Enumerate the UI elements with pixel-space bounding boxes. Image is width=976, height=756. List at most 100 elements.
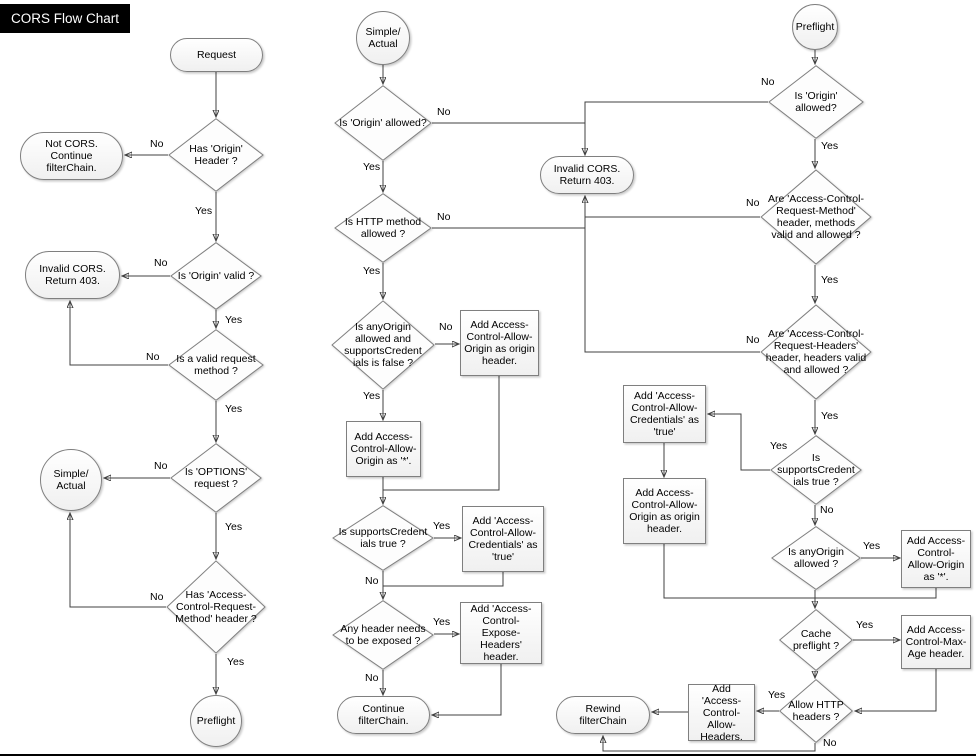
node-label: Is anyOrigin allowed ? — [787, 546, 845, 570]
node-label: Cache preflight ? — [792, 628, 840, 652]
edge-label: No — [150, 591, 164, 603]
connector — [433, 664, 502, 715]
edge-label: Yes — [195, 205, 213, 217]
diamond-shape — [332, 600, 434, 670]
edge-label: No — [439, 321, 453, 333]
decision-supports-credentials-2: Is supportsCredent ials true ? — [332, 505, 434, 571]
process-add-origin-star-2: Add Access-Control-Allow-Origin as '*'. — [346, 421, 421, 477]
process-add-credentials-2: Add 'Access-Control-Allow-Credentials' a… — [462, 506, 544, 572]
edge-label: Yes — [363, 390, 381, 402]
edge-label: No — [154, 257, 168, 269]
decision-is-valid-request-method: Is a valid request method ? — [168, 329, 264, 401]
edge-label: No — [746, 334, 760, 346]
terminator-not-cors: Not CORS. Continue filterChain. — [20, 132, 123, 180]
edge-label: No — [154, 460, 168, 472]
edge-label: Yes — [433, 520, 451, 532]
process-add-origin-header-2: Add Access-Control-Allow-Origin as origi… — [460, 310, 539, 376]
terminator-rewind-filterchain: Rewind filterChain — [556, 696, 650, 734]
node-label: Are 'Access-Control-Request-Headers' hea… — [765, 328, 867, 376]
decision-is-http-method-allowed: Is HTTP method allowed ? — [334, 193, 432, 263]
node-label: Add Access-Control-Allow-Origin as origi… — [464, 319, 535, 367]
node-label: Rewind filterChain — [579, 703, 627, 727]
edge-label: No — [761, 76, 775, 88]
edge-label: No — [746, 197, 760, 209]
node-label: Add 'Access-Control-Allow-Credentials' a… — [468, 515, 538, 563]
diamond-shape — [760, 169, 872, 265]
decision-acrm-valid: Are 'Access-Control-Request-Method' head… — [760, 169, 872, 265]
edge-label: Yes — [821, 140, 839, 152]
edge-label: No — [146, 351, 160, 363]
connector — [432, 122, 585, 154]
node-label: Is 'Origin' allowed? — [794, 90, 838, 114]
diamond-shape — [170, 443, 262, 513]
node-label: Is anyOrigin allowed and supportsCredent… — [344, 321, 422, 369]
diamond-shape — [760, 304, 872, 400]
connector — [584, 101, 768, 152]
edge-label: Yes — [225, 521, 243, 533]
process-add-origin-star-3: Add Access-Control-Allow-Origin as '*'. — [901, 530, 971, 588]
diamond-shape — [779, 679, 853, 743]
diamond-shape — [771, 526, 861, 590]
node-label: Continue filterChain. — [358, 703, 409, 727]
page-title: CORS Flow Chart — [0, 4, 131, 33]
decision-has-origin-header: Has 'Origin' Header ? — [168, 118, 264, 192]
process-add-allow-headers: Add 'Access-Control-Allow-Headers. — [688, 683, 755, 743]
node-label: Add Access-Control-Allow-Origin as origi… — [629, 487, 700, 535]
node-label: Invalid CORS. Return 403. — [39, 263, 106, 287]
decision-has-acrm-header: Has 'Access-Control-Request-Method' head… — [166, 560, 266, 654]
node-label: Request — [196, 49, 237, 61]
diamond-shape — [334, 85, 432, 161]
connector-simple-actual-1: Simple/ Actual — [40, 449, 102, 511]
node-label: Is supportsCredent ials true ? — [338, 526, 428, 550]
edge-label: No — [437, 106, 451, 118]
connector — [603, 737, 816, 752]
decision-is-options-request: Is 'OPTIONS' request ? — [170, 443, 262, 513]
connector — [584, 199, 760, 218]
node-label: Invalid CORS. Return 403. — [553, 163, 621, 187]
edge-label: No — [437, 211, 451, 223]
node-label: Preflight — [196, 715, 236, 727]
edge-label: No — [150, 138, 164, 150]
edge-label: No — [823, 737, 837, 749]
edge-label: Yes — [225, 314, 243, 326]
process-add-origin-header-3: Add Access-Control-Allow-Origin as origi… — [623, 478, 706, 544]
edge-label: Yes — [433, 616, 451, 628]
edge-label: Yes — [363, 265, 381, 277]
node-label: Add Access-Control-Max-Age header. — [905, 624, 967, 660]
connector — [709, 414, 770, 471]
decision-supports-credentials-3: Is supportsCredent ials true ? — [770, 435, 862, 505]
node-label: Is 'Origin' allowed? — [339, 117, 427, 129]
decision-allow-http-headers: Allow HTTP headers ? — [779, 679, 853, 743]
edge-label: Yes — [227, 656, 245, 668]
diamond-shape — [166, 560, 266, 654]
connector — [70, 302, 168, 366]
connector — [584, 199, 760, 353]
process-add-max-age: Add Access-Control-Max-Age header. — [901, 615, 971, 669]
node-label: Is HTTP method allowed ? — [344, 216, 422, 240]
connector — [383, 376, 500, 491]
edge-label: Yes — [770, 440, 788, 452]
diamond-shape — [334, 193, 432, 263]
terminator-invalid-cors-2: Invalid CORS. Return 403. — [540, 156, 634, 194]
connector-preflight-2: Preflight — [792, 4, 838, 50]
decision-acrh-valid: Are 'Access-Control-Request-Headers' hea… — [760, 304, 872, 400]
node-label: Is 'Origin' valid ? — [177, 270, 255, 282]
edge-label: No — [820, 504, 834, 516]
edge-label: Yes — [821, 274, 839, 286]
node-label: Allow HTTP headers ? — [788, 699, 844, 723]
node-label: Simple/ Actual — [53, 468, 89, 492]
node-label: Not CORS. Continue filterChain. — [45, 138, 98, 174]
edge-label: Yes — [821, 410, 839, 422]
process-add-expose-headers: Add 'Access-Control-Expose-Headers' head… — [460, 602, 542, 664]
connector-simple-actual-2: Simple/ Actual — [356, 11, 410, 65]
decision-is-origin-valid: Is 'Origin' valid ? — [170, 242, 262, 310]
connector — [663, 544, 815, 607]
node-label: Has 'Access-Control-Request-Method' head… — [175, 589, 257, 625]
node-label: Add Access-Control-Allow-Origin as '*'. — [906, 535, 966, 583]
decision-any-header-exposed: Any header needs to be exposed ? — [332, 600, 434, 670]
connector — [70, 514, 166, 608]
connector — [432, 197, 585, 229]
node-label: Add 'Access-Control-Expose-Headers' head… — [470, 603, 532, 663]
node-label: Add Access-Control-Allow-Origin as '*'. — [350, 431, 417, 467]
